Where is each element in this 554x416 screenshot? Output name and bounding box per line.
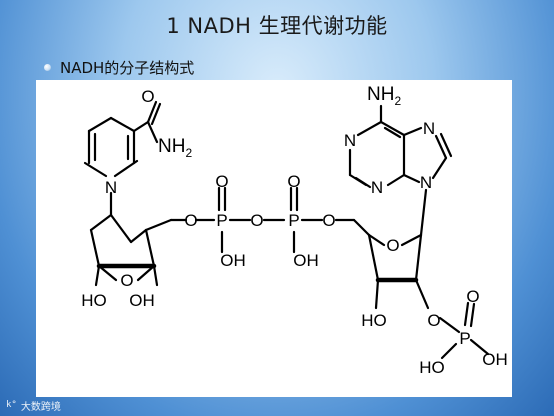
ribose1-hydroxyl-left-label: HO (81, 291, 107, 310)
phosphorus-2-label: P (288, 211, 299, 230)
phosphate-hydroxyl-1-label: OH (220, 251, 246, 270)
bullet-dot-icon (44, 63, 51, 71)
ribose2-oxygen-label: O (386, 236, 399, 255)
carbonyl-oxygen-label: O (141, 87, 154, 106)
logo-text: 大数跨境 (20, 401, 61, 413)
bullet-item: NADH的分子结构式 (44, 57, 194, 77)
phosphorus-1-label: P (216, 211, 227, 230)
phosphoryl-oxygen-2-label: O (287, 172, 300, 191)
slide-title: 1 NADH 生理代谢功能 (166, 14, 388, 38)
ribose1-hydroxyl-right-label: OH (129, 291, 155, 310)
adenine-n9-label: N (420, 173, 432, 192)
phosphate-hydroxyl-3a-label: OH (482, 350, 508, 369)
bullet-text: NADH的分子结构式 (60, 58, 195, 77)
nicotinamide-amine-label: NH2 (158, 136, 192, 160)
adenine-n7-label: N (423, 119, 435, 138)
nicotinamide-ring-nitrogen-label: N (105, 178, 117, 197)
ribose2-hydroxyl-label: HO (361, 311, 387, 330)
structure-panel: O NH2 N O HO OH O P O OH O P O OH O O HO… (36, 80, 512, 397)
linker-oxygen-2-label: O (322, 211, 335, 230)
linker-oxygen-1-label: O (184, 211, 197, 230)
brand-logo: k° 大数跨境 (6, 397, 61, 413)
phosphoryl-oxygen-3-label: O (466, 287, 479, 306)
structure-bonds (83, 100, 490, 360)
phosphoryl-oxygen-1-label: O (215, 172, 228, 191)
logo-mark-icon: k° (6, 400, 17, 410)
phosphate-hydroxyl-2-label: OH (293, 251, 319, 270)
ribose2-ester-oxygen-label: O (427, 311, 440, 330)
nadh-structure-diagram: O NH2 N O HO OH O P O OH O P O OH O O HO… (81, 84, 508, 377)
phosphorus-3-label: P (459, 329, 470, 348)
adenine-amine-label: NH2 (367, 84, 401, 108)
adenine-n1-label: N (344, 131, 356, 150)
ribose1-oxygen-label: O (120, 271, 133, 290)
bridge-oxygen-label: O (250, 211, 263, 230)
structure-labels: O NH2 N O HO OH O P O OH O P O OH O O HO… (81, 84, 508, 377)
phosphate-hydroxyl-3b-label: HO (419, 358, 445, 377)
adenine-n3-label: N (371, 178, 383, 197)
